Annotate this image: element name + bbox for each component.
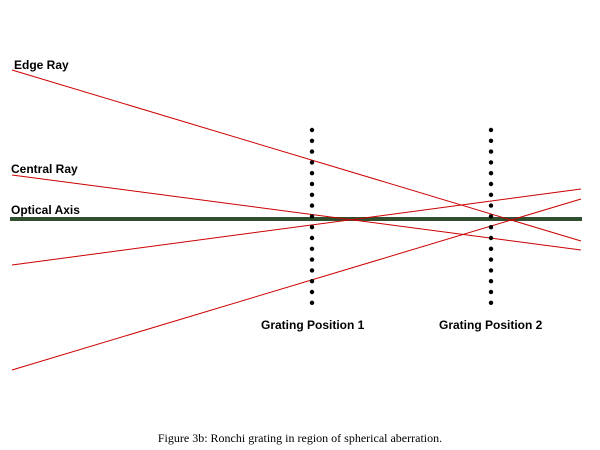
grating-2-slit-dot <box>488 192 494 197</box>
grating-1-slit-dot <box>309 268 315 273</box>
grating-1-slit-dot <box>309 289 315 295</box>
edge-ray-label: Edge Ray <box>14 58 69 72</box>
grating-1-slit-dot <box>309 214 315 219</box>
grating-2-slit-dot <box>488 181 494 187</box>
grating-position-1-dots <box>309 127 315 305</box>
grating-1-slit-dot <box>309 300 315 305</box>
grating-1-slit-dot <box>309 127 315 133</box>
grating-2-slit-dot <box>488 246 494 251</box>
grating-2-slit-dot <box>488 300 494 305</box>
grating-2-slit-dot <box>488 160 494 165</box>
grating-2-slit-dot <box>488 279 494 284</box>
grating-position-2-label: Grating Position 2 <box>439 318 543 332</box>
grating-1-slit-dot <box>309 160 315 165</box>
grating-2-slit-dot <box>488 225 494 230</box>
central-ray-lower <box>11 188 582 266</box>
grating-1-slit-dot <box>309 246 315 251</box>
grating-2-slit-dot <box>488 257 494 262</box>
grating-1-slit-dot <box>309 225 315 230</box>
grating-2-slit-dot <box>488 149 494 154</box>
optical-axis-label: Optical Axis <box>11 203 80 217</box>
grating-1-slit-dot <box>309 235 315 241</box>
grating-1-slit-dot <box>309 138 315 143</box>
grating-2-slit-dot <box>488 171 494 176</box>
grating-2-slit-dot <box>488 289 494 295</box>
grating-1-slit-dot <box>309 279 315 284</box>
grating-2-slit-dot <box>488 268 494 273</box>
central-ray-label: Central Ray <box>11 162 78 176</box>
edge-ray-upper <box>11 69 582 242</box>
ray-group <box>11 69 582 371</box>
grating-1-slit-dot <box>309 181 315 187</box>
grating-2-slit-dot <box>488 214 494 219</box>
grating-2-slit-dot <box>488 127 494 133</box>
grating-1-slit-dot <box>309 257 315 262</box>
grating-1-slit-dot <box>309 192 315 197</box>
figure-caption: Figure 3b: Ronchi grating in region of s… <box>158 431 442 445</box>
grating-position-2-dots <box>488 127 494 305</box>
grating-1-slit-dot <box>309 203 315 208</box>
grating-2-slit-dot <box>488 138 494 143</box>
central-ray-upper <box>11 174 582 251</box>
grating-2-slit-dot <box>488 235 494 241</box>
grating-position-1-label: Grating Position 1 <box>261 318 365 332</box>
grating-2-slit-dot <box>488 203 494 208</box>
grating-1-slit-dot <box>309 171 315 176</box>
grating-1-slit-dot <box>309 149 315 154</box>
edge-ray-lower <box>11 198 582 371</box>
